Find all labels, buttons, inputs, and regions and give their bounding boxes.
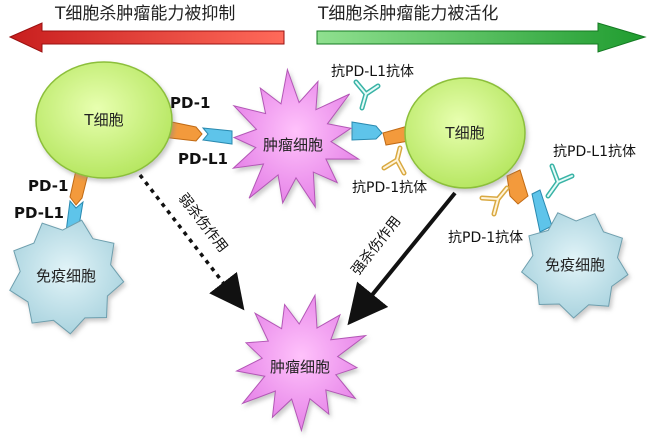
pd1-label-left: PD-1 bbox=[28, 177, 68, 195]
anti-pd1-antibody-mid bbox=[381, 145, 407, 176]
pdl1-ligand-top bbox=[201, 127, 233, 145]
pdl1-label-left: PD-L1 bbox=[14, 204, 64, 222]
t-cell-right bbox=[404, 77, 526, 189]
anti-pdl1-antibody-top bbox=[353, 79, 381, 111]
anti-pd1-antibody-right bbox=[479, 185, 510, 217]
tumor-cell-bottom bbox=[235, 293, 368, 433]
immune-cell-left-label: 免疫细胞 bbox=[36, 267, 96, 285]
t-cell-right-label: T细胞 bbox=[444, 124, 484, 142]
t-cell-left bbox=[35, 61, 173, 179]
anti-pdl1-antibody-right bbox=[545, 163, 575, 199]
pd1-receptor-right-bottom bbox=[506, 169, 529, 205]
immune-cell-left bbox=[9, 219, 125, 335]
immune-cell-right bbox=[520, 212, 629, 319]
anti-pdl1-label-right: 抗PD-L1抗体 bbox=[553, 144, 636, 160]
activated-title: T细胞杀肿瘤能力被活化 bbox=[317, 4, 498, 24]
anti-pdl1-label-top: 抗PD-L1抗体 bbox=[331, 64, 414, 80]
weak-kill-label: 弱杀伤作用 bbox=[175, 191, 231, 256]
t-cell-left-label: T细胞 bbox=[83, 111, 123, 129]
pdl1-ligand-blocked bbox=[351, 121, 383, 141]
pdl1-label-top: PD-L1 bbox=[178, 150, 228, 168]
pd1-label-top: PD-1 bbox=[170, 94, 210, 112]
tumor-cell-top bbox=[231, 67, 361, 209]
strong-kill-arrow bbox=[347, 191, 457, 326]
suppressed-title: T细胞杀肿瘤能力被抑制 bbox=[54, 4, 235, 24]
anti-pd1-label-right: 抗PD-1抗体 bbox=[448, 230, 523, 246]
anti-pd1-label-mid: 抗PD-1抗体 bbox=[352, 180, 427, 196]
tumor-cell-top-label: 肿瘤细胞 bbox=[263, 136, 323, 154]
tumor-cell-bottom-label: 肿瘤细胞 bbox=[270, 358, 330, 376]
immune-cell-right-label: 免疫细胞 bbox=[545, 256, 605, 274]
suppressed-arrow bbox=[8, 22, 285, 53]
activated-arrow bbox=[316, 22, 647, 53]
